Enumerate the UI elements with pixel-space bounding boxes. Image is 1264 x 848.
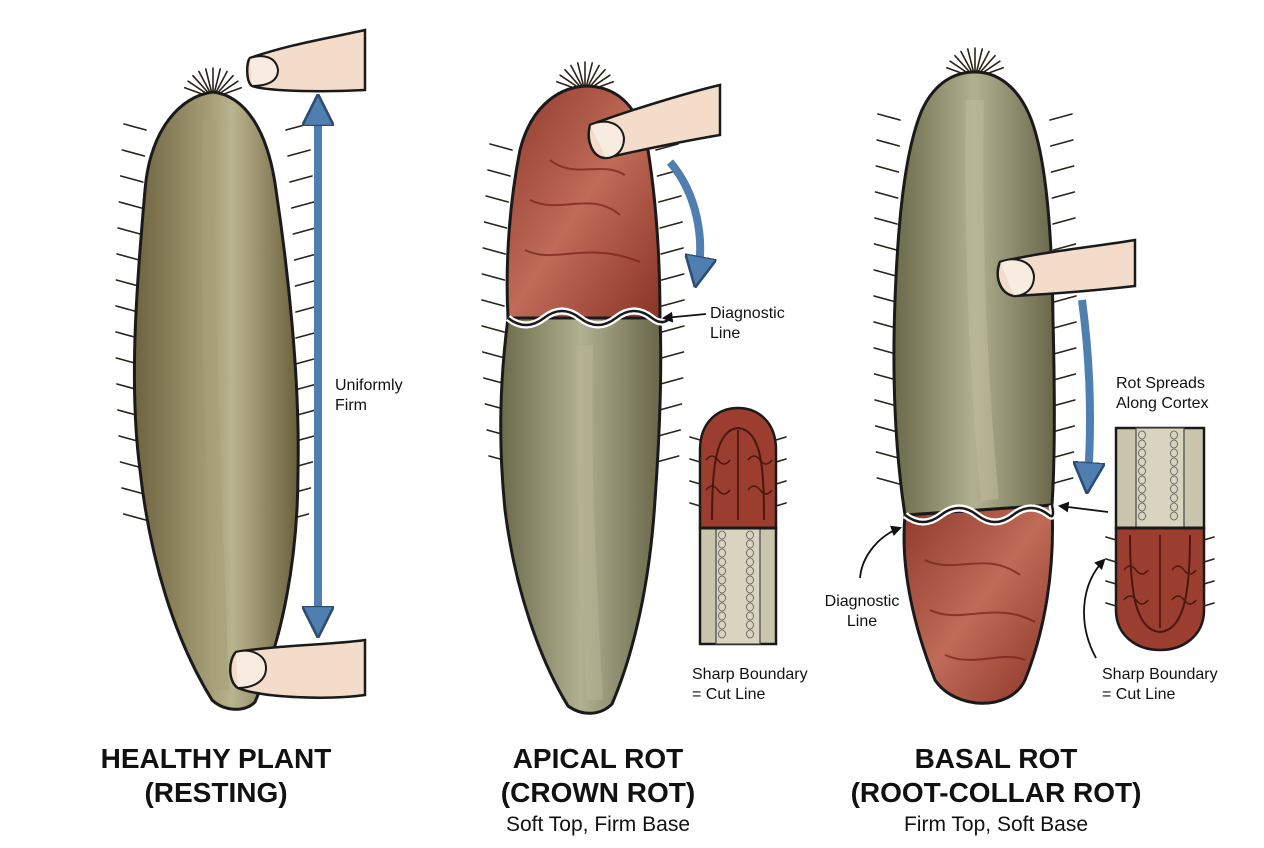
basal-diagnostic-pointer — [859, 525, 903, 579]
apical-diagnostic-label-1: Diagnostic — [710, 305, 785, 322]
basal-title-2: (ROOT-COLLAR ROT) — [851, 777, 1142, 808]
basal-title-1: BASAL ROT — [915, 743, 1078, 774]
apical-panel: Diagnostic Line Sharp Boundary = Cut Lin… — [481, 61, 808, 836]
basal-boundary-pointer — [1083, 558, 1106, 659]
healthy-title-1: HEALTHY PLANT — [101, 743, 332, 774]
healthy-highlight — [201, 119, 229, 691]
apical-finger — [587, 83, 722, 160]
apical-boundary-label-1: Sharp Boundary — [692, 666, 808, 683]
basal-rot-base — [902, 503, 1054, 705]
apical-title-1: APICAL ROT — [513, 743, 684, 774]
basal-spread-label-1: Rot Spreads — [1116, 375, 1205, 392]
healthy-panel: Uniformly Firm HEALTHY PLANT (RESTING) — [101, 28, 403, 808]
apical-subtitle: Soft Top, Firm Base — [506, 813, 690, 836]
bottom-finger — [229, 638, 367, 699]
healthy-title-2: (RESTING) — [144, 777, 287, 808]
top-finger — [246, 28, 367, 93]
uniformly-firm-label-1: Uniformly — [335, 377, 403, 394]
apical-diagnostic-label-2: Line — [710, 325, 740, 342]
basal-spread-label-2: Along Cortex — [1116, 395, 1209, 412]
uniformly-firm-label-2: Firm — [335, 397, 367, 414]
basal-diagnostic-label-1: Diagnostic — [825, 593, 900, 610]
basal-panel: Diagnostic Line Rot Spreads Along Cortex… — [825, 47, 1218, 836]
apical-title-2: (CROWN ROT) — [501, 777, 695, 808]
basal-boundary-label-1: Sharp Boundary — [1102, 666, 1218, 683]
apical-progression-arrow — [666, 159, 700, 272]
apical-boundary-label-2: = Cut Line — [692, 686, 765, 703]
apical-cross-section — [689, 406, 787, 646]
basal-progression-arrow — [1082, 299, 1090, 478]
basal-diagnostic-wave — [904, 504, 1055, 524]
basal-right-pointer — [1057, 501, 1109, 513]
apical-diagnostic-pointer — [661, 311, 707, 323]
basal-subtitle: Firm Top, Soft Base — [904, 813, 1088, 836]
basal-diagnostic-label-2: Line — [847, 613, 877, 630]
basal-boundary-label-2: = Cut Line — [1102, 686, 1175, 703]
basal-finger — [996, 238, 1137, 298]
basal-cross-section — [1105, 426, 1215, 652]
